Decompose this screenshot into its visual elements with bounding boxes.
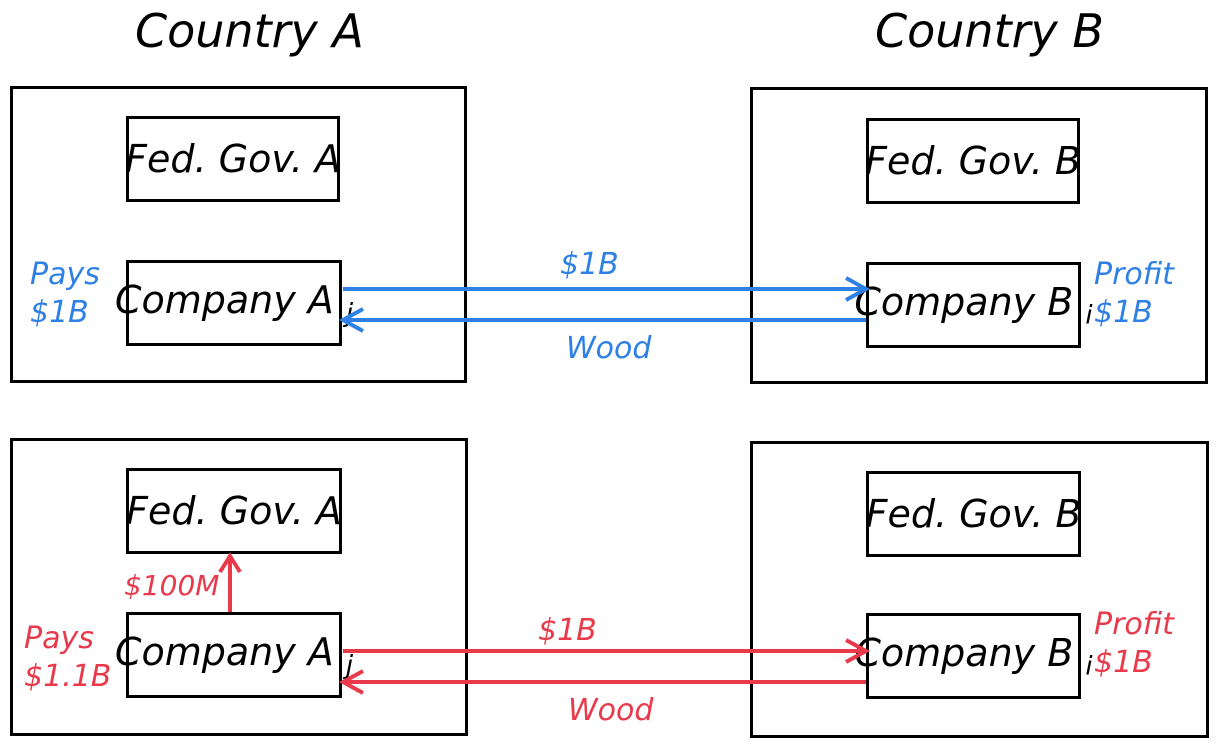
company-b-label-top: Company B i <box>854 279 1093 331</box>
fed-gov-b-label-top: Fed. Gov. B <box>865 139 1081 183</box>
company-a-payment-note-top: Pays $1B <box>30 257 100 330</box>
company-a-label-bottom: Company A j <box>114 629 354 681</box>
company-b-profit-note-bottom: Profit $1B <box>1094 607 1174 680</box>
goods-arrow-bottom <box>338 669 866 695</box>
payment-label-bottom: $1B <box>538 613 597 648</box>
payment-arrow-top <box>343 276 871 302</box>
company-a-box-top: Company A j <box>115 260 353 346</box>
goods-label-bottom: Wood <box>568 693 654 728</box>
fed-gov-b-label-bottom: Fed. Gov. B <box>865 492 1082 536</box>
company-b-box-bottom: Company B i <box>854 613 1093 699</box>
tax-label-bottom: $100M <box>124 569 220 602</box>
company-a-box-bottom: Company A j <box>115 612 353 698</box>
goods-label-top: Wood <box>566 331 652 366</box>
company-b-profit-note-top: Profit $1B <box>1094 257 1174 330</box>
fed-gov-a-label-bottom: Fed. Gov. A <box>126 489 342 533</box>
fed-gov-a-box-bottom: Fed. Gov. A <box>126 468 342 554</box>
goods-arrow-top <box>338 307 866 333</box>
company-a-label-top: Company A j <box>114 277 354 329</box>
fed-gov-b-box-top: Fed. Gov. B <box>865 118 1081 204</box>
fed-gov-a-box-top: Fed. Gov. A <box>125 116 341 202</box>
company-b-label-bottom: Company B i <box>854 630 1093 682</box>
tax-arrow-bottom <box>218 552 242 612</box>
payment-label-top: $1B <box>560 247 619 282</box>
country-a-title: Country A <box>135 4 364 58</box>
payment-arrow-bottom <box>343 638 871 664</box>
country-b-title: Country B <box>875 4 1104 58</box>
company-b-box-top: Company B i <box>854 262 1093 348</box>
company-a-payment-note-bottom: Pays $1.1B <box>24 621 112 694</box>
fed-gov-b-box-bottom: Fed. Gov. B <box>866 471 1081 557</box>
fed-gov-a-label-top: Fed. Gov. A <box>125 137 341 181</box>
